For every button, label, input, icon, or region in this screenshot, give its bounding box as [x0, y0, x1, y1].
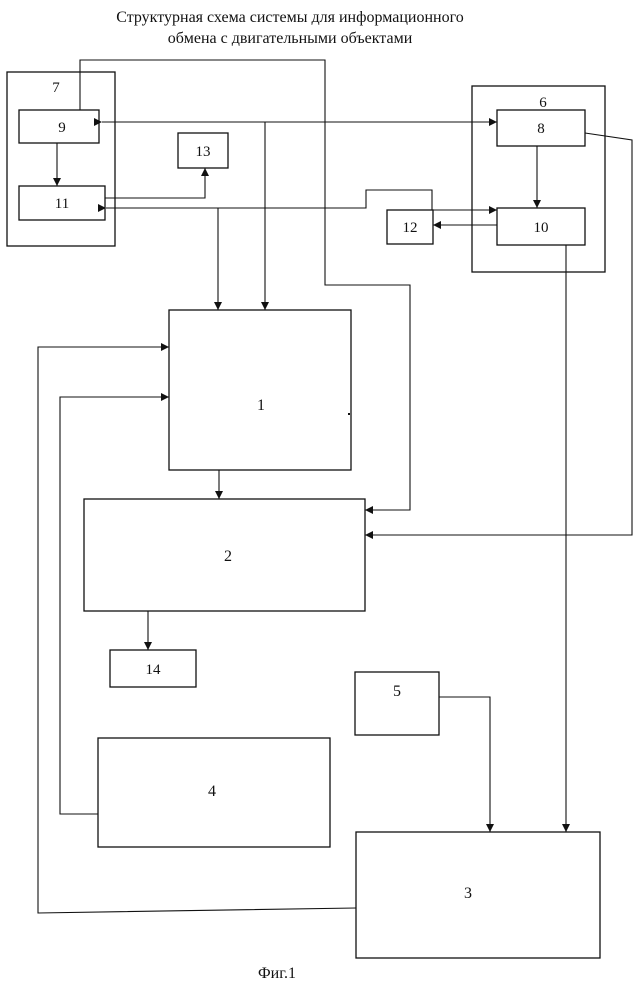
connector-9-to-2	[80, 60, 410, 510]
block-9-label: 9	[58, 120, 66, 136]
block-1-label: 1	[257, 397, 265, 414]
block-3	[356, 832, 600, 958]
block-5-label: 5	[393, 683, 401, 700]
connector-4-to-1	[60, 397, 169, 814]
block-5	[355, 672, 439, 735]
block-1	[169, 310, 351, 470]
block-10-label: 10	[534, 220, 549, 236]
diagram-title-line2: обмена с двигательными объектами	[168, 30, 413, 47]
block-2-label: 2	[224, 548, 232, 565]
block-7-label: 7	[52, 80, 60, 96]
block-6-label: 6	[539, 95, 547, 111]
block-1-dot	[348, 413, 350, 415]
diagram-title-line1: Структурная схема системы для информацио…	[116, 9, 464, 26]
block-8-label: 8	[537, 121, 545, 137]
block-12-label: 12	[403, 220, 418, 236]
connector-11-10	[106, 190, 497, 210]
connector-3-to-1	[38, 347, 356, 913]
block-13-label: 13	[196, 144, 211, 160]
connector-5-to-3	[439, 697, 490, 832]
connector-8-to-2	[365, 133, 632, 535]
connector-11-13	[105, 168, 205, 198]
figure-caption: Фиг.1	[258, 965, 296, 982]
block-11-label: 11	[55, 196, 69, 212]
block-14-label: 14	[146, 662, 162, 678]
block-4-label: 4	[208, 783, 216, 800]
block-3-label: 3	[464, 885, 472, 902]
